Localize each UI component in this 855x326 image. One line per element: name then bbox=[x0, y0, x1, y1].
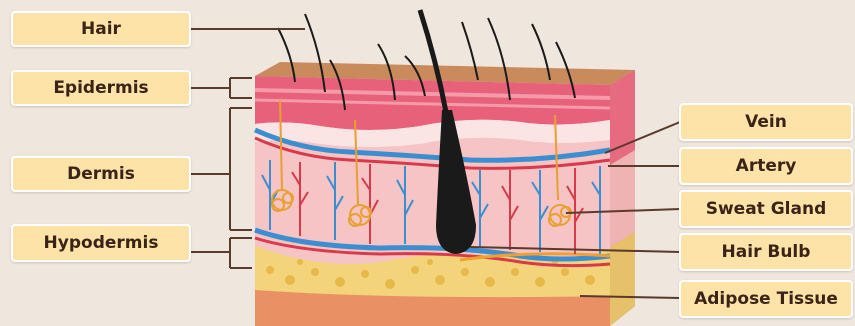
label-sweat-gland: Sweat Gland bbox=[679, 190, 853, 228]
label-artery: Artery bbox=[679, 147, 853, 185]
label-hair-bulb: Hair Bulb bbox=[679, 233, 853, 271]
label-hypodermis: Hypodermis bbox=[11, 224, 191, 262]
label-vein: Vein bbox=[679, 103, 853, 141]
label-epidermis: Epidermis bbox=[11, 70, 191, 106]
label-dermis: Dermis bbox=[11, 156, 191, 192]
label-hair: Hair bbox=[11, 11, 191, 47]
label-adipose-tissue: Adipose Tissue bbox=[679, 280, 853, 318]
